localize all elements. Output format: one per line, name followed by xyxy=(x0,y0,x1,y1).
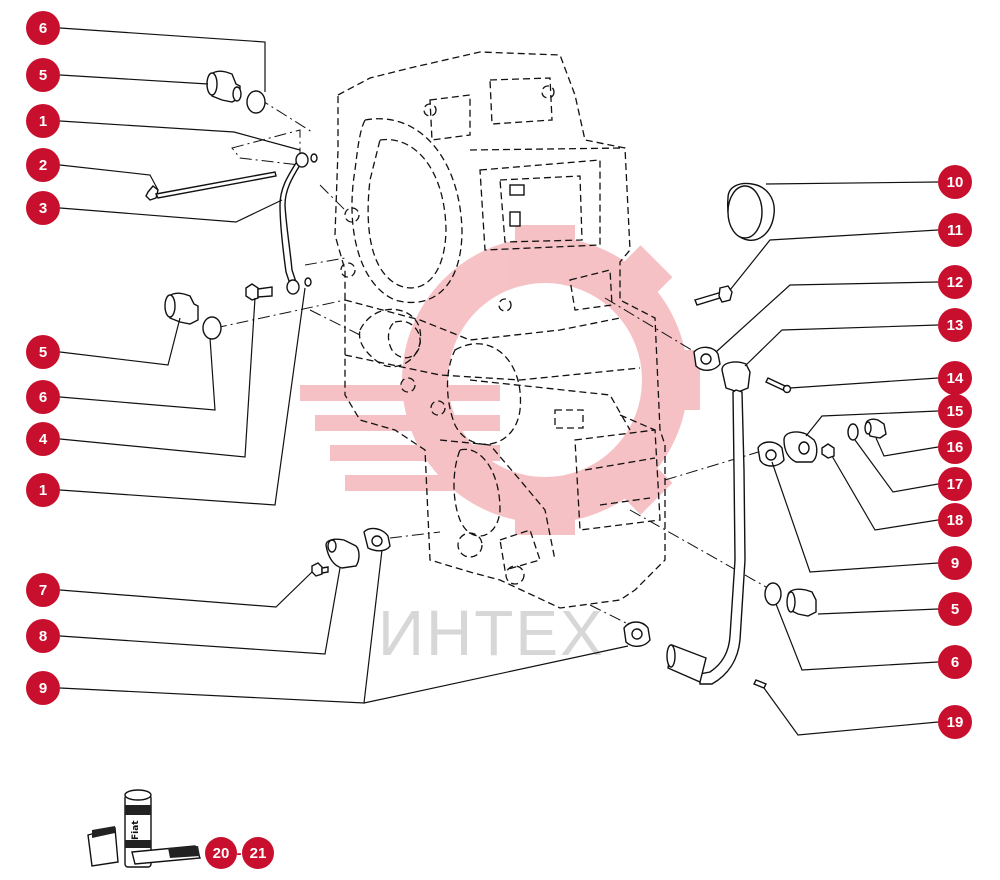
callout-badge: 5 xyxy=(938,592,972,626)
callout-badge: 8 xyxy=(26,619,60,653)
plug-bottom-right xyxy=(786,588,817,617)
callout-badge: 11 xyxy=(938,213,972,247)
callout-badge: 3 xyxy=(26,191,60,225)
svg-text:1: 1 xyxy=(39,113,47,130)
callout-badge: 9 xyxy=(938,546,972,580)
callout-badge: 19 xyxy=(938,705,972,739)
svg-text:19: 19 xyxy=(947,714,964,731)
leader-lines xyxy=(59,27,939,736)
svg-text:6: 6 xyxy=(39,389,47,406)
svg-text:1: 1 xyxy=(39,482,47,499)
svg-text:16: 16 xyxy=(947,439,964,456)
plug-mid-left xyxy=(164,292,199,325)
callout-badge: 21 xyxy=(242,837,274,869)
kit-label: Fiat xyxy=(131,820,141,840)
callout-badge: 6 xyxy=(26,11,60,45)
callout-badge: 5 xyxy=(26,58,60,92)
svg-text:11: 11 xyxy=(947,222,963,239)
cover-right xyxy=(783,431,818,463)
screw-left xyxy=(311,562,329,577)
callout-badge: 15 xyxy=(938,394,972,428)
banjo-bolt xyxy=(245,283,273,301)
watermark-logo xyxy=(300,225,700,535)
center-lines xyxy=(214,97,776,631)
callout-badge: 1 xyxy=(26,104,60,138)
callout-badges: 6 5 1 2 3 5 6 4 1 7 8 9 10 11 12 13 14 1… xyxy=(26,11,972,869)
washer-17 xyxy=(847,423,859,441)
callout-badge: 2 xyxy=(26,148,60,182)
svg-text:6: 6 xyxy=(39,20,47,37)
screw-14 xyxy=(765,377,792,394)
screw-19 xyxy=(753,679,767,689)
svg-text:3: 3 xyxy=(39,200,47,217)
svg-text:18: 18 xyxy=(947,512,964,529)
svg-text:5: 5 xyxy=(951,601,959,618)
washer-mid-left xyxy=(202,316,222,340)
cap-right xyxy=(727,182,775,241)
gasket-left xyxy=(363,527,391,552)
callout-badge: 1 xyxy=(26,473,60,507)
gasket-right-top xyxy=(693,346,721,371)
oil-pipe-right xyxy=(666,361,751,685)
svg-text:5: 5 xyxy=(39,344,47,361)
svg-text:21: 21 xyxy=(250,845,267,862)
watermark-text: ИНТЕХ xyxy=(378,597,605,669)
bolt-right xyxy=(694,285,733,306)
svg-text:7: 7 xyxy=(39,582,47,599)
callout-badge: 14 xyxy=(938,361,972,395)
svg-text:9: 9 xyxy=(39,680,47,697)
gasket-right-mid xyxy=(757,441,785,467)
callout-badge: 12 xyxy=(938,265,972,299)
plug-top-left xyxy=(206,70,242,103)
svg-text:12: 12 xyxy=(947,274,964,291)
oil-pipe-left xyxy=(279,152,318,295)
callout-badge: 10 xyxy=(938,165,972,199)
callout-separator: - xyxy=(237,845,242,862)
sealant-kit: Fiat xyxy=(87,789,202,868)
svg-text:10: 10 xyxy=(947,174,964,191)
gasket-bottom xyxy=(623,621,651,647)
svg-text:20: 20 xyxy=(213,845,230,862)
svg-text:17: 17 xyxy=(947,476,964,493)
callout-badge: 6 xyxy=(26,380,60,414)
svg-text:8: 8 xyxy=(39,628,47,645)
housing-outline xyxy=(334,51,666,609)
svg-text:15: 15 xyxy=(947,403,964,420)
svg-text:14: 14 xyxy=(947,370,964,387)
callout-badge: 7 xyxy=(26,573,60,607)
callout-badge: 5 xyxy=(26,335,60,369)
svg-text:5: 5 xyxy=(39,67,47,84)
svg-text:9: 9 xyxy=(951,555,959,572)
svg-text:2: 2 xyxy=(39,157,47,174)
callout-badge: 16 xyxy=(938,430,972,464)
svg-text:4: 4 xyxy=(39,431,48,448)
svg-text:13: 13 xyxy=(947,317,964,334)
callout-badge: 4 xyxy=(26,422,60,456)
washer-bottom-right xyxy=(764,582,782,606)
callout-badge: 6 xyxy=(938,645,972,679)
small-cover-left xyxy=(325,538,360,569)
callout-badge: 17 xyxy=(938,467,972,501)
washer-top-left xyxy=(246,90,266,114)
callout-badge: 20 xyxy=(205,837,237,869)
callout-badge: 9 xyxy=(26,671,60,705)
long-bolt xyxy=(145,171,277,201)
callout-badge: 13 xyxy=(938,308,972,342)
svg-text:6: 6 xyxy=(951,654,959,671)
callout-badge: 18 xyxy=(938,503,972,537)
plug-16 xyxy=(864,418,887,439)
screw-18 xyxy=(821,443,835,459)
